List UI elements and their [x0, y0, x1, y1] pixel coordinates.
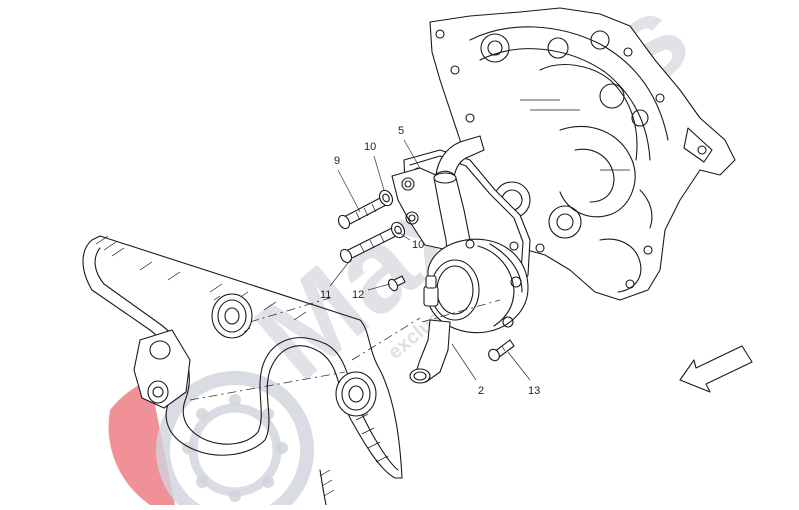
part-label-5: 5 [398, 125, 404, 137]
washer-10a [378, 189, 394, 207]
part-number-labels: 9 10 5 10 11 12 2 13 [320, 125, 540, 397]
arrow-direction-icon [679, 345, 753, 393]
bolt-12 [387, 275, 406, 292]
leader-lines [329, 139, 531, 381]
part-label-12: 12 [352, 289, 364, 301]
water-pump [391, 135, 529, 384]
part-label-13: 13 [528, 385, 540, 397]
tensioner [133, 329, 191, 409]
part-label-2: 2 [478, 385, 484, 397]
idler-pulley-lower [335, 371, 377, 417]
part-label-10-lower: 10 [412, 239, 424, 251]
part-label-9: 9 [334, 155, 340, 167]
watermark-logo [108, 371, 314, 510]
part-label-11: 11 [320, 289, 331, 301]
bolt-13 [488, 339, 515, 362]
idler-pulley-upper [211, 293, 253, 339]
part-label-10-upper: 10 [364, 141, 376, 153]
